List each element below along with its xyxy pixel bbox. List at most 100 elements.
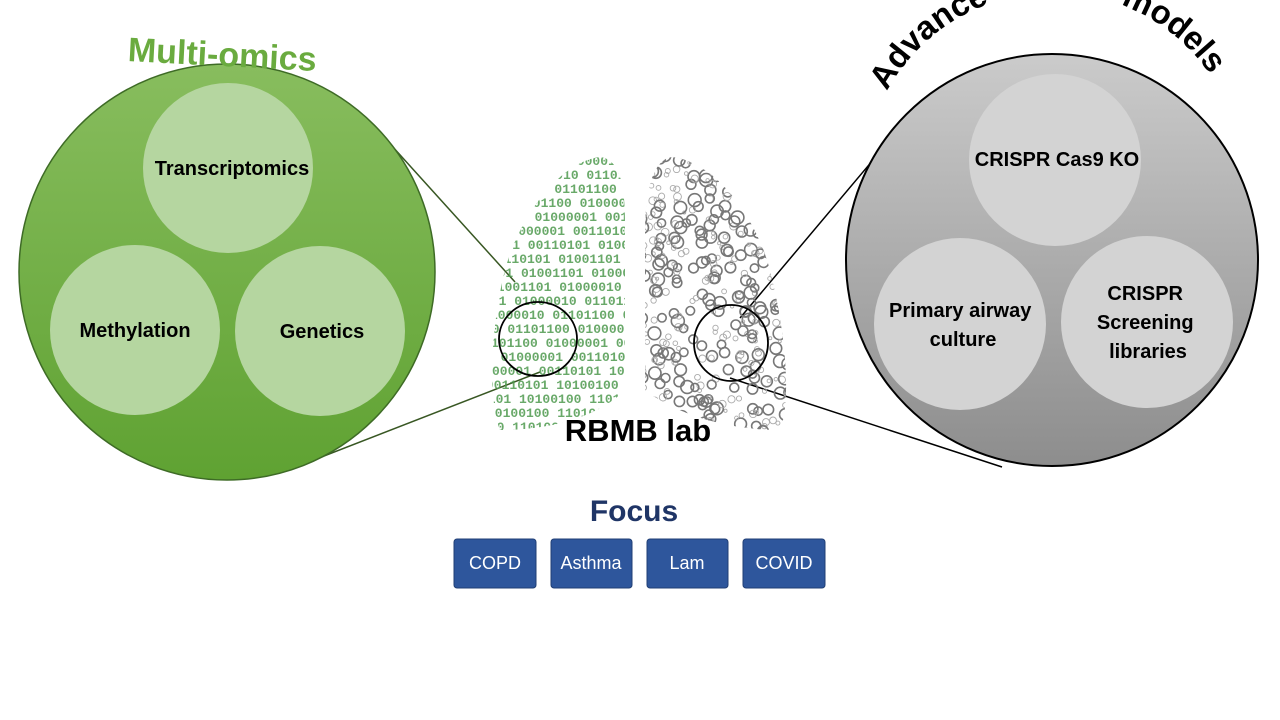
lung-bubble	[781, 356, 787, 371]
lung-bubble	[723, 408, 728, 413]
lung-bubble	[736, 350, 745, 359]
lung-bubble	[649, 171, 656, 177]
focus-button-copd[interactable]: COPD	[453, 538, 537, 589]
lung-bubble	[731, 290, 746, 304]
lung-bubble	[658, 393, 668, 402]
lung-bubble	[678, 347, 689, 358]
multi-omics-title: Multi-omics	[127, 31, 318, 79]
lung-bubble	[645, 241, 648, 250]
lung-bubble	[785, 336, 787, 343]
lung-bubble	[637, 269, 643, 275]
lung-bubble	[671, 408, 676, 413]
lung-bubble	[686, 395, 699, 408]
lung-bubble	[645, 266, 647, 277]
lung-bubble	[760, 374, 774, 388]
lung-bubble	[712, 329, 718, 335]
lung-bubble	[659, 338, 667, 347]
focus-button-asthma-label: Asthma	[560, 553, 622, 573]
lung-bubble	[728, 215, 741, 228]
lung-bubble	[709, 274, 720, 285]
focus-button-asthma[interactable]: Asthma	[550, 538, 633, 589]
lung-bubble	[645, 211, 648, 226]
focus-button-covid-label: COVID	[755, 553, 812, 573]
lung-bubble	[740, 365, 753, 378]
lung-bubble	[737, 185, 751, 199]
lung-bubble	[761, 388, 768, 394]
lung-bubble	[773, 302, 784, 313]
lung-bubble	[645, 157, 657, 162]
lung-bubble	[672, 340, 679, 346]
lung-bubble	[673, 192, 682, 202]
lung-bubble	[650, 343, 663, 357]
lung-bubble	[670, 313, 686, 329]
lung-bubble	[781, 281, 787, 296]
focus-button-covid[interactable]: COVID	[742, 538, 826, 589]
lung-bubble	[774, 179, 781, 186]
lung-bubble	[712, 157, 721, 162]
lung-bubble	[646, 395, 657, 407]
binary-row: 0 01000001 00110101 0100	[487, 224, 674, 239]
lung-bubble	[760, 201, 769, 209]
lung-bubble	[783, 392, 787, 397]
lung-bubble	[774, 218, 787, 231]
lung-bubble	[664, 168, 671, 174]
lung-bubble	[722, 363, 735, 376]
lung-bubble	[655, 185, 662, 191]
lung-bubble	[694, 373, 701, 381]
lung-bubble	[778, 407, 787, 422]
lung-bubble	[675, 325, 682, 332]
binary-row: 101 01000010 01101100 01	[483, 294, 670, 309]
lung-bubble	[661, 287, 670, 296]
lung-bubble	[779, 171, 787, 185]
lung-bubble	[743, 427, 748, 430]
lung-bubble	[645, 367, 647, 376]
lung-bubble	[671, 277, 683, 289]
genetics-bubble	[235, 246, 405, 416]
binary-row: 101 01000010 01101100 01	[485, 168, 672, 183]
lung-bubble	[666, 240, 671, 246]
lung-bubble	[717, 241, 722, 246]
lung-bubble	[710, 166, 718, 173]
lung-bubble	[636, 288, 644, 296]
binary-row: 10 01101100 01000001 001	[486, 196, 673, 211]
lung-bubble	[746, 242, 751, 247]
lung-bubble	[657, 361, 665, 370]
lung-bubble	[751, 249, 758, 257]
lung-bubble	[652, 396, 659, 403]
lung-bubble	[750, 209, 758, 218]
bubble-magnifier-circle	[693, 304, 769, 382]
lung-bubble	[696, 381, 705, 390]
lung-bubble	[734, 190, 741, 197]
focus-button-lam[interactable]: Lam	[646, 538, 729, 589]
lung-bubble	[721, 288, 727, 295]
lung-bubble	[698, 396, 710, 408]
lung-bubble	[678, 157, 687, 160]
lung-bubble	[652, 257, 665, 271]
lung-bubble	[645, 221, 650, 235]
lung-bubble	[652, 157, 659, 163]
lung-bubble	[645, 202, 647, 210]
lung-bubble	[670, 235, 685, 250]
lung-bubble	[734, 415, 739, 421]
lung-bubble	[746, 329, 758, 340]
crispr-ko-label: CRISPR Cas9 KO	[975, 149, 1140, 171]
lung-bubble	[781, 296, 787, 302]
lung-bubble	[673, 200, 688, 215]
lung-bubble	[738, 412, 745, 419]
lung-bubble	[737, 230, 744, 237]
lung-bubble	[645, 322, 647, 329]
lung-bubble	[710, 204, 725, 219]
lung-bubble	[708, 354, 715, 362]
screening-libraries-label: CRISPR Screening libraries	[1097, 283, 1199, 363]
lung-bubble	[771, 181, 784, 194]
lung-bubble	[769, 273, 775, 278]
lung-bubble	[645, 157, 653, 173]
lung-bubble	[672, 165, 681, 174]
lung-bubble	[711, 234, 716, 240]
lung-bubble	[672, 157, 686, 167]
lung-bubble	[695, 157, 702, 160]
lung-bubble	[695, 236, 709, 249]
binary-row: 101100 01000001 00110101	[491, 336, 678, 351]
lung-bubble	[645, 250, 647, 261]
lung-bubble	[650, 316, 658, 324]
